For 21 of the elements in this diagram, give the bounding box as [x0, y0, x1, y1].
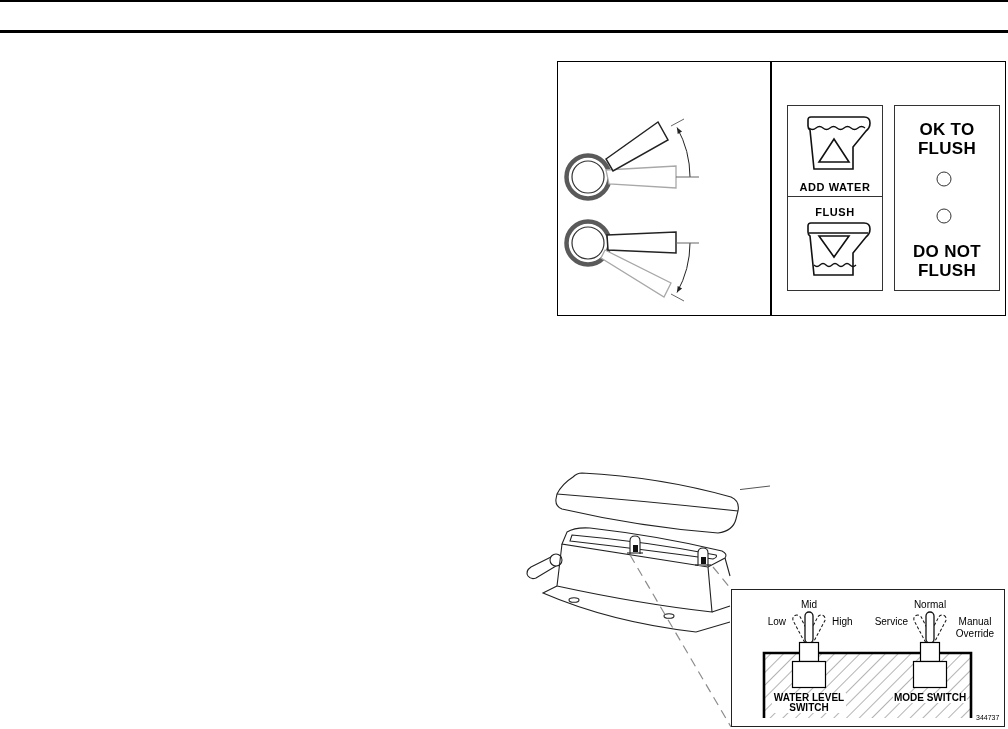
- leader-line: [739, 485, 771, 491]
- position-label: Service: [874, 616, 908, 627]
- tank-cover-drawing: [554, 471, 740, 535]
- tank-switch-drawing: [627, 535, 644, 555]
- switch-label: MODE SWITCH: [893, 693, 967, 703]
- position-label: Low: [767, 616, 786, 627]
- indicator-panel: [894, 105, 1000, 291]
- zoom-line: [629, 554, 732, 728]
- tank-switch-drawing: [695, 547, 713, 567]
- key-panel: [787, 105, 883, 197]
- indicator-label: DO NOT FLUSH: [912, 242, 982, 280]
- position-label: Normal: [913, 599, 947, 610]
- position-label: Mid: [800, 599, 818, 610]
- position-label: Manual Override: [954, 616, 996, 640]
- key-panel: [787, 196, 883, 291]
- detail-inset: [731, 589, 1005, 727]
- key-label: FLUSH: [814, 206, 856, 218]
- switch-label: WATER LEVEL SWITCH: [772, 693, 846, 713]
- position-label: High: [832, 616, 853, 627]
- indicator-label: OK TO FLUSH: [916, 120, 978, 158]
- key-label: ADD WATER: [798, 181, 872, 193]
